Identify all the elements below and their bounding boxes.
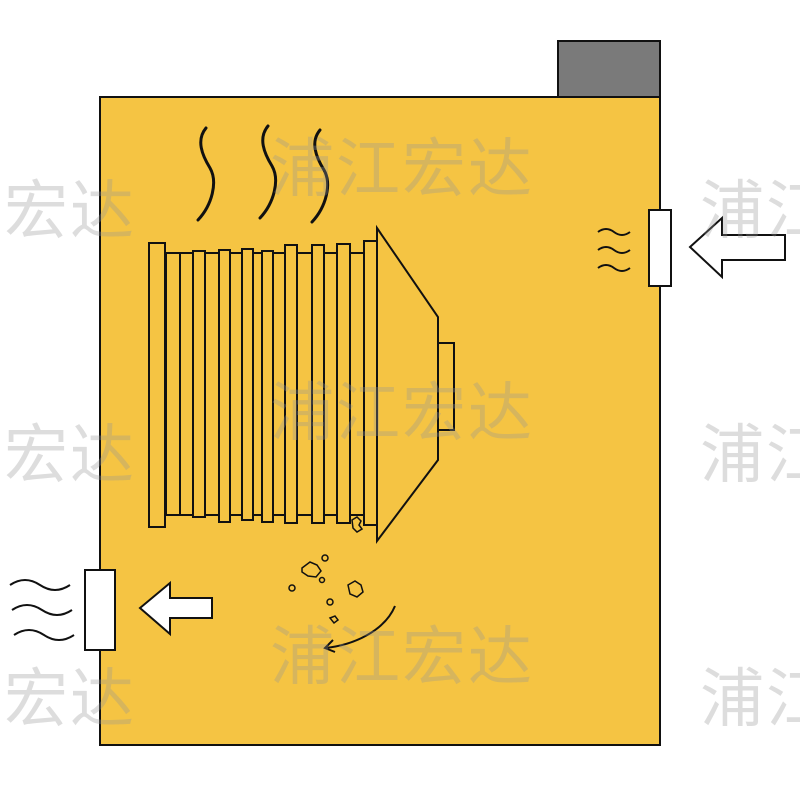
filter-fin (218, 249, 231, 523)
filter-fin-short (204, 252, 220, 516)
filter-fin (284, 244, 298, 524)
filter-fin (261, 250, 274, 523)
filter-fin-short (229, 252, 243, 516)
filter-fin (148, 242, 166, 528)
watermark: 浦江宏达 (270, 133, 534, 207)
watermark: 浦江宏达 (700, 175, 800, 249)
watermark: 浦江宏达 (270, 377, 534, 451)
watermark: 浦江宏达 (700, 663, 800, 737)
exhaust-arrow-icon (138, 580, 213, 637)
intake-vent[interactable] (648, 209, 672, 287)
watermark: 浦江宏达 (0, 663, 136, 737)
intake-arrow-icon (688, 215, 786, 280)
watermark: 浦江宏达 (0, 419, 136, 493)
exhaust-waves-icon (9, 579, 75, 641)
watermark: 浦江宏达 (270, 621, 534, 695)
filter-fin-short (252, 252, 263, 516)
filter-fin (336, 243, 351, 524)
filter-nozzle (437, 342, 455, 431)
rotation-arrow-icon (323, 605, 396, 653)
heat-waves-icon (196, 124, 329, 224)
filter-fin (192, 250, 206, 518)
filter-cone (376, 224, 439, 544)
air-waves-icon (597, 228, 631, 272)
filter-cartridge (148, 240, 378, 528)
filter-fin (311, 244, 325, 524)
dust-particles-icon (288, 516, 364, 625)
watermark: 浦江宏达 (0, 175, 136, 249)
exhaust-vent[interactable] (84, 569, 116, 651)
watermark: 浦江宏达 (700, 419, 800, 493)
filter-fin (241, 248, 254, 521)
filter-fin-short (179, 252, 194, 516)
motor-box (557, 40, 661, 99)
